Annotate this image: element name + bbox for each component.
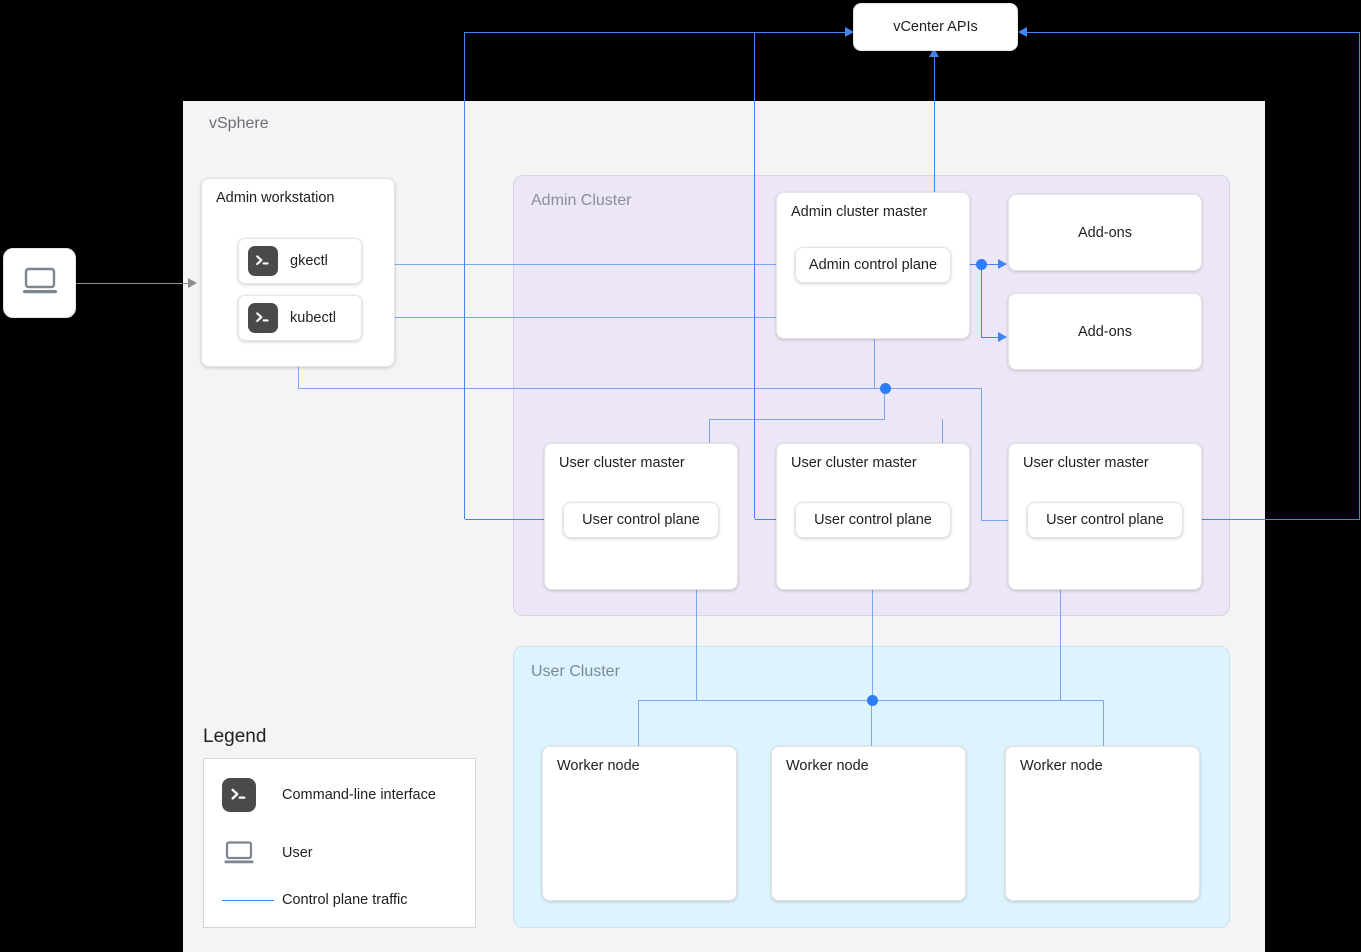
edge-user-to-vsphere: [76, 283, 188, 284]
legend-item-cli: Command-line interface: [222, 778, 436, 812]
edge-kubectl-right: [359, 317, 875, 318]
admin-cluster-master-title: Admin cluster master: [791, 204, 928, 220]
arrow-to-vcenter-left: [845, 26, 854, 37]
edge-ucp3-to-vcenter-v: [1358, 32, 1360, 520]
edge-ucp1-to-workers: [696, 538, 698, 700]
admin-workstation-title: Admin workstation: [216, 190, 335, 206]
arrow-addon2: [998, 331, 1007, 342]
arrow-addon1: [998, 258, 1007, 269]
legend-label-traffic: Control plane traffic: [282, 892, 408, 908]
user-control-plane-label: User control plane: [1046, 512, 1164, 528]
worker-node-box-1[interactable]: Worker node: [542, 746, 737, 901]
user-control-plane-box-3[interactable]: User control plane: [1027, 502, 1183, 538]
edge-ucp3-to-vcenter-h: [1027, 32, 1359, 33]
edge-bus-to-ucp3-h: [981, 520, 1008, 521]
legend-label-user: User: [282, 845, 313, 861]
terminal-icon: [248, 246, 278, 276]
worker-node-title: Worker node: [557, 758, 640, 774]
edge-bus-to-worker3: [1103, 700, 1105, 750]
legend-item-user: User: [222, 840, 313, 866]
edge-bus-stub-down: [884, 388, 886, 419]
edge-ucp3-out: [1183, 519, 1360, 520]
worker-node-title: Worker node: [786, 758, 869, 774]
vcenter-apis-box[interactable]: vCenter APIs: [853, 3, 1018, 51]
legend-label-cli: Command-line interface: [282, 787, 436, 803]
edge-ucp1-out: [465, 519, 564, 520]
terminal-icon: [248, 303, 278, 333]
junction-addons: [975, 258, 987, 270]
user-control-plane-label: User control plane: [582, 512, 700, 528]
gkectl-label: gkectl: [290, 253, 328, 269]
edge-ucp1-to-vcenter: [464, 32, 466, 519]
edge-bus-to-ucp3-v: [981, 388, 983, 520]
admin-control-plane-label: Admin control plane: [808, 257, 938, 273]
addons-label: Add-ons: [1077, 224, 1132, 241]
edge-ucp2-out: [755, 519, 796, 520]
kubectl-label: kubectl: [290, 310, 336, 326]
edge-bus-right: [885, 388, 982, 389]
junction-user-control-planes: [879, 382, 891, 394]
edge-gkectl-to-admin-cp: [359, 264, 784, 265]
edge-admin-cp-to-vcenter: [934, 51, 935, 247]
worker-node-box-2[interactable]: Worker node: [771, 746, 966, 901]
line-swatch-icon: [222, 899, 274, 901]
edge-ucp2-to-workers: [872, 538, 874, 700]
legend-item-traffic: Control plane traffic: [222, 892, 407, 908]
admin-control-plane-box[interactable]: Admin control plane: [795, 247, 951, 283]
edge-bus-spread: [710, 419, 885, 420]
user-actor-box[interactable]: [3, 248, 76, 318]
edge-addon-branch-down: [981, 264, 982, 337]
kubectl-chip[interactable]: kubectl: [238, 295, 362, 341]
vsphere-label: vSphere: [209, 115, 269, 132]
worker-node-title: Worker node: [1020, 758, 1103, 774]
arrow-to-vcenter-right: [1018, 26, 1027, 37]
gkectl-chip[interactable]: gkectl: [238, 238, 362, 284]
user-control-plane-box-2[interactable]: User control plane: [795, 502, 951, 538]
vcenter-apis-label: vCenter APIs: [893, 19, 978, 35]
terminal-icon: [222, 778, 256, 812]
edge-admin-cp-to-addon2: [981, 337, 1006, 338]
addons-label: Add-ons: [1077, 323, 1132, 340]
user-cluster-master-title: User cluster master: [559, 455, 685, 471]
edge-bus-to-worker1: [638, 700, 640, 750]
arrow-user-to-vsphere: [188, 277, 197, 288]
addons-box-2[interactable]: Add-ons: [1008, 293, 1202, 370]
edge-ucp2-to-vcenter: [754, 32, 756, 519]
user-control-plane-label: User control plane: [814, 512, 932, 528]
edge-to-vcenter-left: [465, 32, 853, 33]
junction-workers: [866, 694, 878, 706]
edge-kubectl-bus: [298, 388, 885, 389]
user-cluster-label: User Cluster: [531, 663, 620, 680]
user-control-plane-box-1[interactable]: User control plane: [563, 502, 719, 538]
user-cluster-master-title: User cluster master: [791, 455, 917, 471]
edge-ucp3-to-workers: [1060, 538, 1062, 700]
laptop-icon: [20, 266, 60, 300]
admin-cluster-label: Admin Cluster: [531, 192, 632, 209]
user-cluster-master-title: User cluster master: [1023, 455, 1149, 471]
worker-node-box-3[interactable]: Worker node: [1005, 746, 1200, 901]
edge-bus-to-worker2: [871, 700, 873, 750]
laptop-icon: [222, 840, 256, 866]
legend-title: Legend: [203, 726, 267, 747]
arrow-admin-cp-to-vcenter: [928, 48, 939, 57]
addons-box-1[interactable]: Add-ons: [1008, 194, 1202, 271]
